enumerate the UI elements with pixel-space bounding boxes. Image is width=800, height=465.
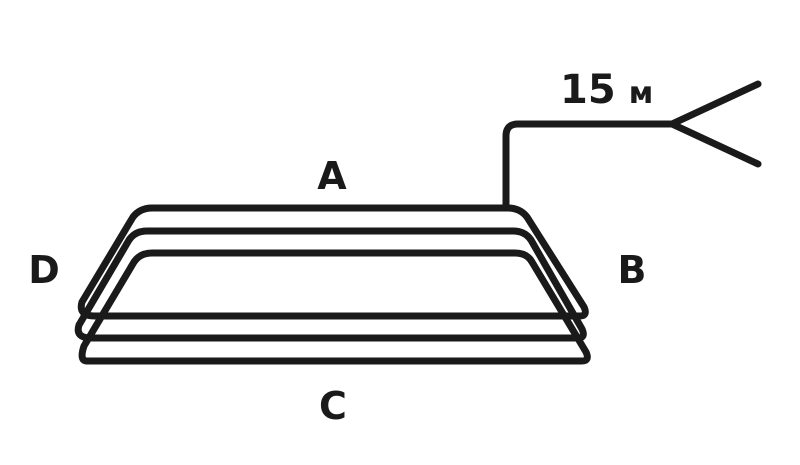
distance-unit: м bbox=[629, 76, 654, 111]
label-side-c: C bbox=[319, 384, 347, 428]
label-side-a: A bbox=[317, 154, 347, 198]
distance-value: 15 bbox=[560, 67, 616, 113]
label-side-d: D bbox=[28, 248, 60, 292]
coil-loops bbox=[74, 204, 591, 365]
coil-loop-2 bbox=[74, 227, 587, 342]
coil-loop-3 bbox=[78, 249, 591, 365]
label-side-b: B bbox=[618, 248, 647, 292]
lead-wire bbox=[502, 120, 676, 210]
lead-wire-fork bbox=[668, 80, 762, 168]
coil-loop-1 bbox=[77, 204, 589, 320]
distance-label: 15 м bbox=[560, 67, 653, 113]
